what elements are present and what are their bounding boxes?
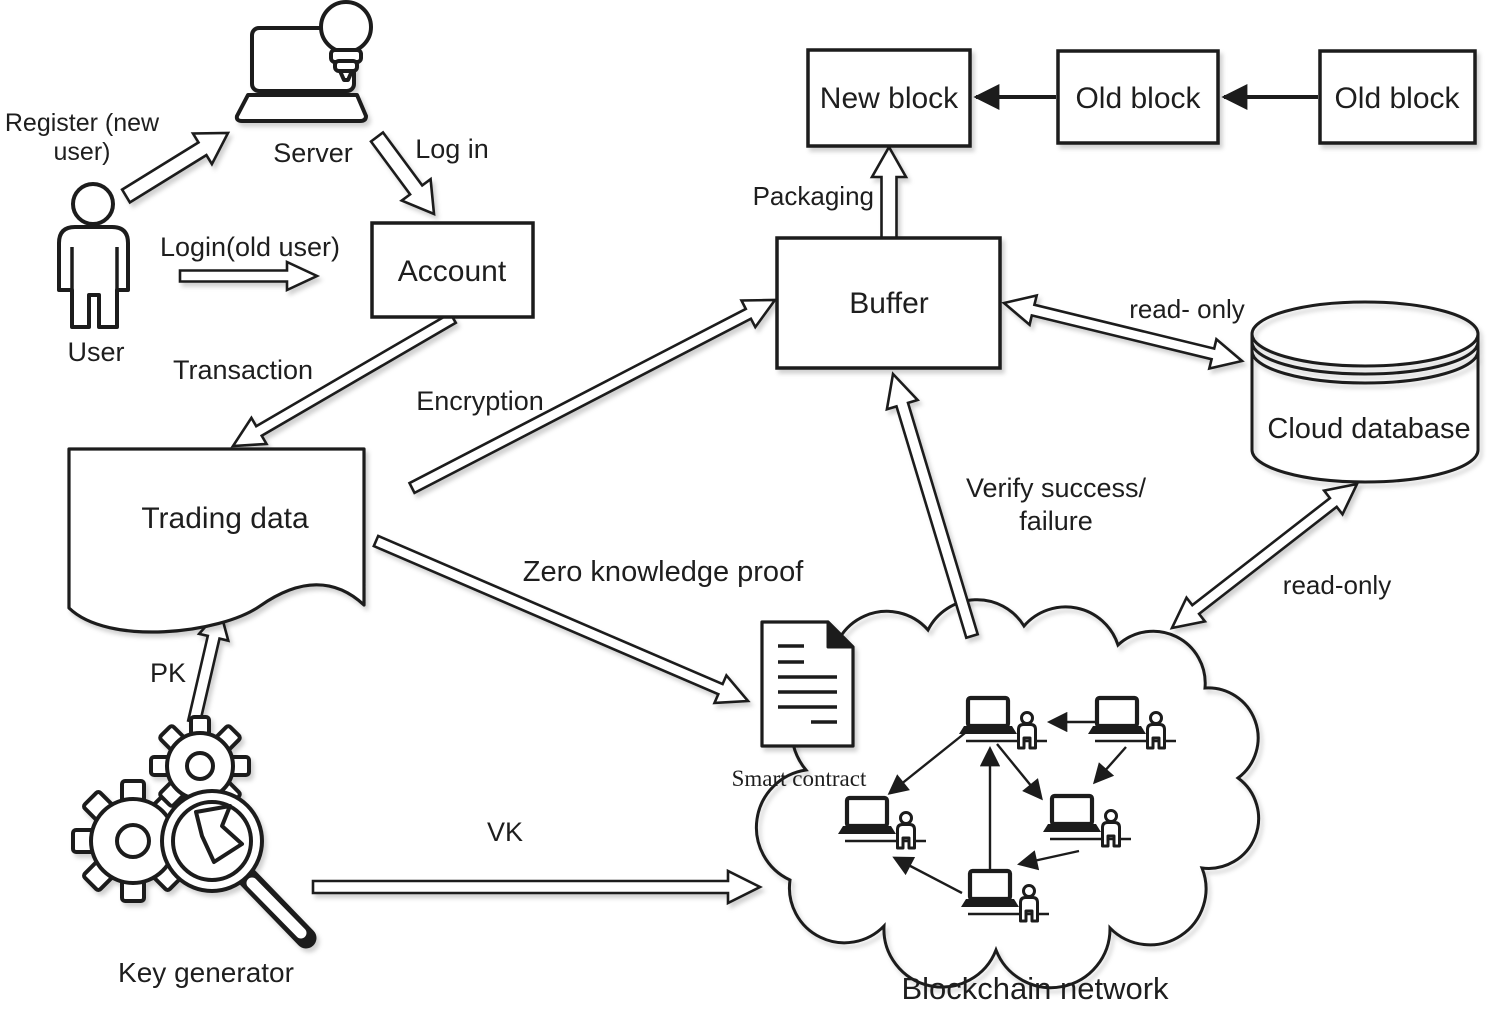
- trading-data-document: [67, 447, 366, 634]
- person-node-icon: [1146, 711, 1166, 750]
- zero-knowledge-proof-label: Zero knowledge proof: [523, 556, 804, 588]
- verify-label-line1: Verify success/: [966, 473, 1147, 503]
- register-label-line2: user): [54, 138, 111, 166]
- packaging-arrow: [869, 144, 909, 242]
- node-link-arrow: [1092, 746, 1127, 785]
- cloud-icon: [754, 598, 1261, 990]
- laptop-node-icon: [1088, 698, 1146, 734]
- old-block-2-box: [1318, 49, 1477, 145]
- verify-label-line2: failure: [1019, 506, 1093, 536]
- buffer-label: Buffer: [849, 287, 929, 320]
- person-node-icon: [1019, 884, 1039, 923]
- node-link-arrow: [996, 743, 1043, 801]
- verify-arrow: [885, 371, 980, 640]
- blockchain-node: [961, 871, 1049, 923]
- buffer-box: [775, 236, 1002, 370]
- laptop-node-icon: [838, 798, 896, 834]
- laptop-node-icon: [961, 871, 1019, 907]
- laptop-node-icon: [959, 698, 1017, 734]
- key-generator-label: Key generator: [118, 957, 294, 988]
- log-in-arrow: [369, 130, 436, 217]
- register-arrow: [120, 131, 231, 205]
- zero-knowledge-proof-arrow: [372, 534, 751, 705]
- person-node-icon: [896, 811, 916, 850]
- encryption-arrow: [407, 298, 778, 495]
- database-cylinder-icon: [1250, 300, 1480, 484]
- transaction-label: Transaction: [173, 355, 313, 385]
- login-old-user-label: Login(old user): [160, 232, 340, 262]
- login-old-user-arrow: [178, 259, 321, 293]
- register-label-line1: Register (new: [5, 109, 160, 137]
- encryption-label: Encryption: [416, 386, 544, 416]
- gear-hole: [185, 751, 215, 781]
- blockchain-network-label: Blockchain network: [901, 971, 1169, 1006]
- read-only-network-label: read-only: [1283, 570, 1391, 600]
- magnifier-icon: [160, 789, 317, 949]
- magnifier-detail: [194, 804, 244, 864]
- read-only-buffer-label: read- only: [1129, 294, 1245, 324]
- server-label: Server: [273, 138, 353, 168]
- person-node-icon: [1017, 711, 1037, 750]
- smart-contract-label: Smart contract: [732, 766, 867, 791]
- blockchain-node: [1043, 796, 1131, 848]
- cloud-database-label: Cloud database: [1267, 413, 1470, 445]
- node-link-arrow: [892, 856, 963, 895]
- new-block-label: New block: [820, 82, 959, 115]
- gear-icon: [71, 779, 195, 903]
- trading-data-label: Trading data: [141, 502, 309, 535]
- lightbulb-icon: [319, 0, 373, 82]
- user-label: User: [67, 337, 124, 367]
- smart-contract-document-icon: [760, 620, 855, 748]
- key-generator-icon: [71, 715, 317, 949]
- person-node-icon: [1101, 809, 1121, 848]
- new-block-box: [806, 48, 972, 148]
- account-box: [370, 221, 535, 319]
- read-only-buffer-arrow: [1001, 293, 1245, 371]
- account-label: Account: [398, 255, 507, 288]
- blockchain-node: [1088, 698, 1176, 750]
- blockchain-node: [838, 798, 926, 850]
- pk-label: PK: [150, 658, 186, 688]
- node-link-arrow: [1017, 849, 1080, 871]
- old-block-1-box: [1056, 49, 1220, 145]
- node-link-arrow: [887, 732, 966, 795]
- transaction-arrow: [230, 311, 458, 448]
- packaging-label: Packaging: [753, 181, 874, 211]
- user-person-icon: [57, 182, 130, 329]
- vk-label: VK: [487, 817, 523, 847]
- read-only-network-arrow: [1169, 482, 1360, 630]
- log-in-label: Log in: [415, 134, 489, 164]
- blockchain-node: [959, 698, 1047, 750]
- vk-arrow: [311, 868, 763, 906]
- old-block-1-label: Old block: [1075, 82, 1201, 115]
- old-block-2-label: Old block: [1334, 82, 1460, 115]
- gear-hole: [115, 823, 151, 859]
- laptop-node-icon: [1043, 796, 1101, 832]
